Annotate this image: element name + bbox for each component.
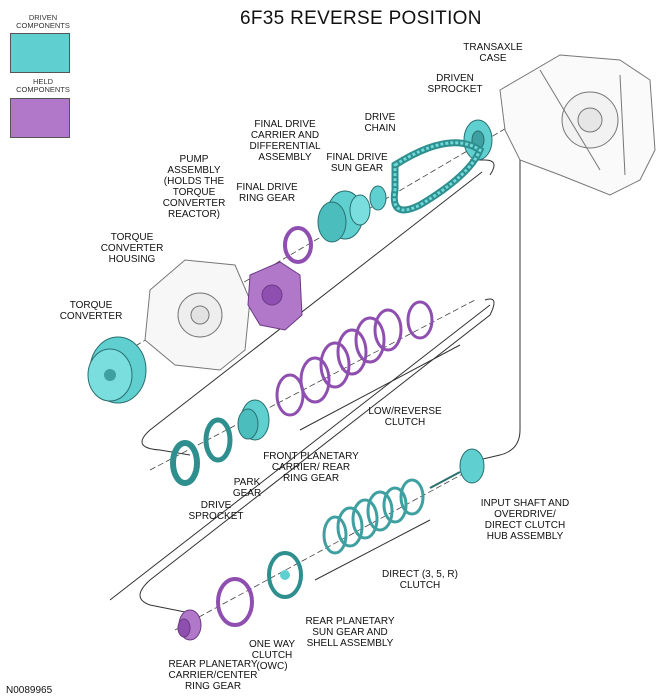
driven-sprocket-drawing xyxy=(463,119,493,161)
figure-id: N0089965 xyxy=(6,685,53,696)
label-transaxle-case: TRANSAXLE CASE xyxy=(463,42,523,64)
torque-converter-housing-drawing xyxy=(144,259,251,371)
label-input-shaft: INPUT SHAFT AND OVERDRIVE/ DIRECT CLUTCH… xyxy=(480,498,570,542)
label-final-drive-ring-gear: FINAL DRIVE RING GEAR xyxy=(236,182,298,204)
pump-assembly-drawing xyxy=(247,261,303,331)
park-gear-drawing xyxy=(203,417,233,463)
axis-line-bottom xyxy=(174,469,471,631)
label-direct-clutch: DIRECT (3, 5, R) CLUTCH xyxy=(382,569,458,591)
direct-clutch-drawing xyxy=(322,478,425,555)
drive-sprocket-drawing xyxy=(170,440,200,486)
label-torque-converter: TORQUE CONVERTER xyxy=(59,300,123,322)
low-reverse-bracket xyxy=(299,344,461,431)
one-way-clutch-drawing xyxy=(216,577,254,627)
label-low-reverse-clutch: LOW/REVERSE CLUTCH xyxy=(368,406,442,428)
label-park-gear: PARK GEAR xyxy=(232,477,262,499)
input-shaft-drawing xyxy=(429,448,485,489)
legend-held-swatch xyxy=(10,98,70,138)
final-drive-ring-gear-drawing xyxy=(283,226,313,264)
label-rear-planetary-carrier: REAR PLANETARY CARRIER/CENTER RING GEAR xyxy=(168,659,258,692)
label-drive-chain: DRIVE CHAIN xyxy=(364,112,396,134)
label-final-drive-sun-gear: FINAL DRIVE SUN GEAR xyxy=(326,152,388,174)
label-front-planetary: FRONT PLANETARY CARRIER/ REAR RING GEAR xyxy=(263,451,359,484)
direct-clutch-bracket xyxy=(314,519,431,581)
label-driven-sprocket: DRIVEN SPROCKET xyxy=(427,73,483,95)
label-final-drive-carrier: FINAL DRIVE CARRIER AND DIFFERENTIAL ASS… xyxy=(249,119,321,163)
rear-planetary-carrier-drawing xyxy=(177,609,202,641)
diagram-title: 6F35 REVERSE POSITION xyxy=(240,8,482,29)
assembly-routing-line xyxy=(109,140,521,613)
legend-driven-swatch xyxy=(10,33,70,73)
label-pump-assembly: PUMP ASSEMBLY (HOLDS THE TORQUE CONVERTE… xyxy=(162,154,226,220)
transaxle-case-drawing xyxy=(499,54,656,196)
torque-converter-drawing xyxy=(87,336,147,404)
label-one-way-clutch: ONE WAY CLUTCH (OWC) xyxy=(248,639,296,672)
axis-line-middle xyxy=(149,299,476,471)
label-rear-planetary-sun: REAR PLANETARY SUN GEAR AND SHELL ASSEMB… xyxy=(305,616,395,649)
drive-chain-drawing xyxy=(390,139,485,214)
legend-held-caption: HELD COMPONENTS xyxy=(16,77,70,94)
low-reverse-clutch-drawing xyxy=(275,300,434,417)
label-torque-converter-housing: TORQUE CONVERTER HOUSING xyxy=(100,232,164,265)
final-drive-carrier-drawing xyxy=(317,190,371,243)
label-drive-sprocket: DRIVE SPROCKET xyxy=(188,500,244,522)
legend-driven-caption: DRIVEN COMPONENTS xyxy=(16,13,70,30)
rear-planetary-sun-drawing xyxy=(267,551,303,599)
front-planetary-drawing xyxy=(237,399,270,441)
final-drive-sun-gear-drawing xyxy=(369,185,387,211)
